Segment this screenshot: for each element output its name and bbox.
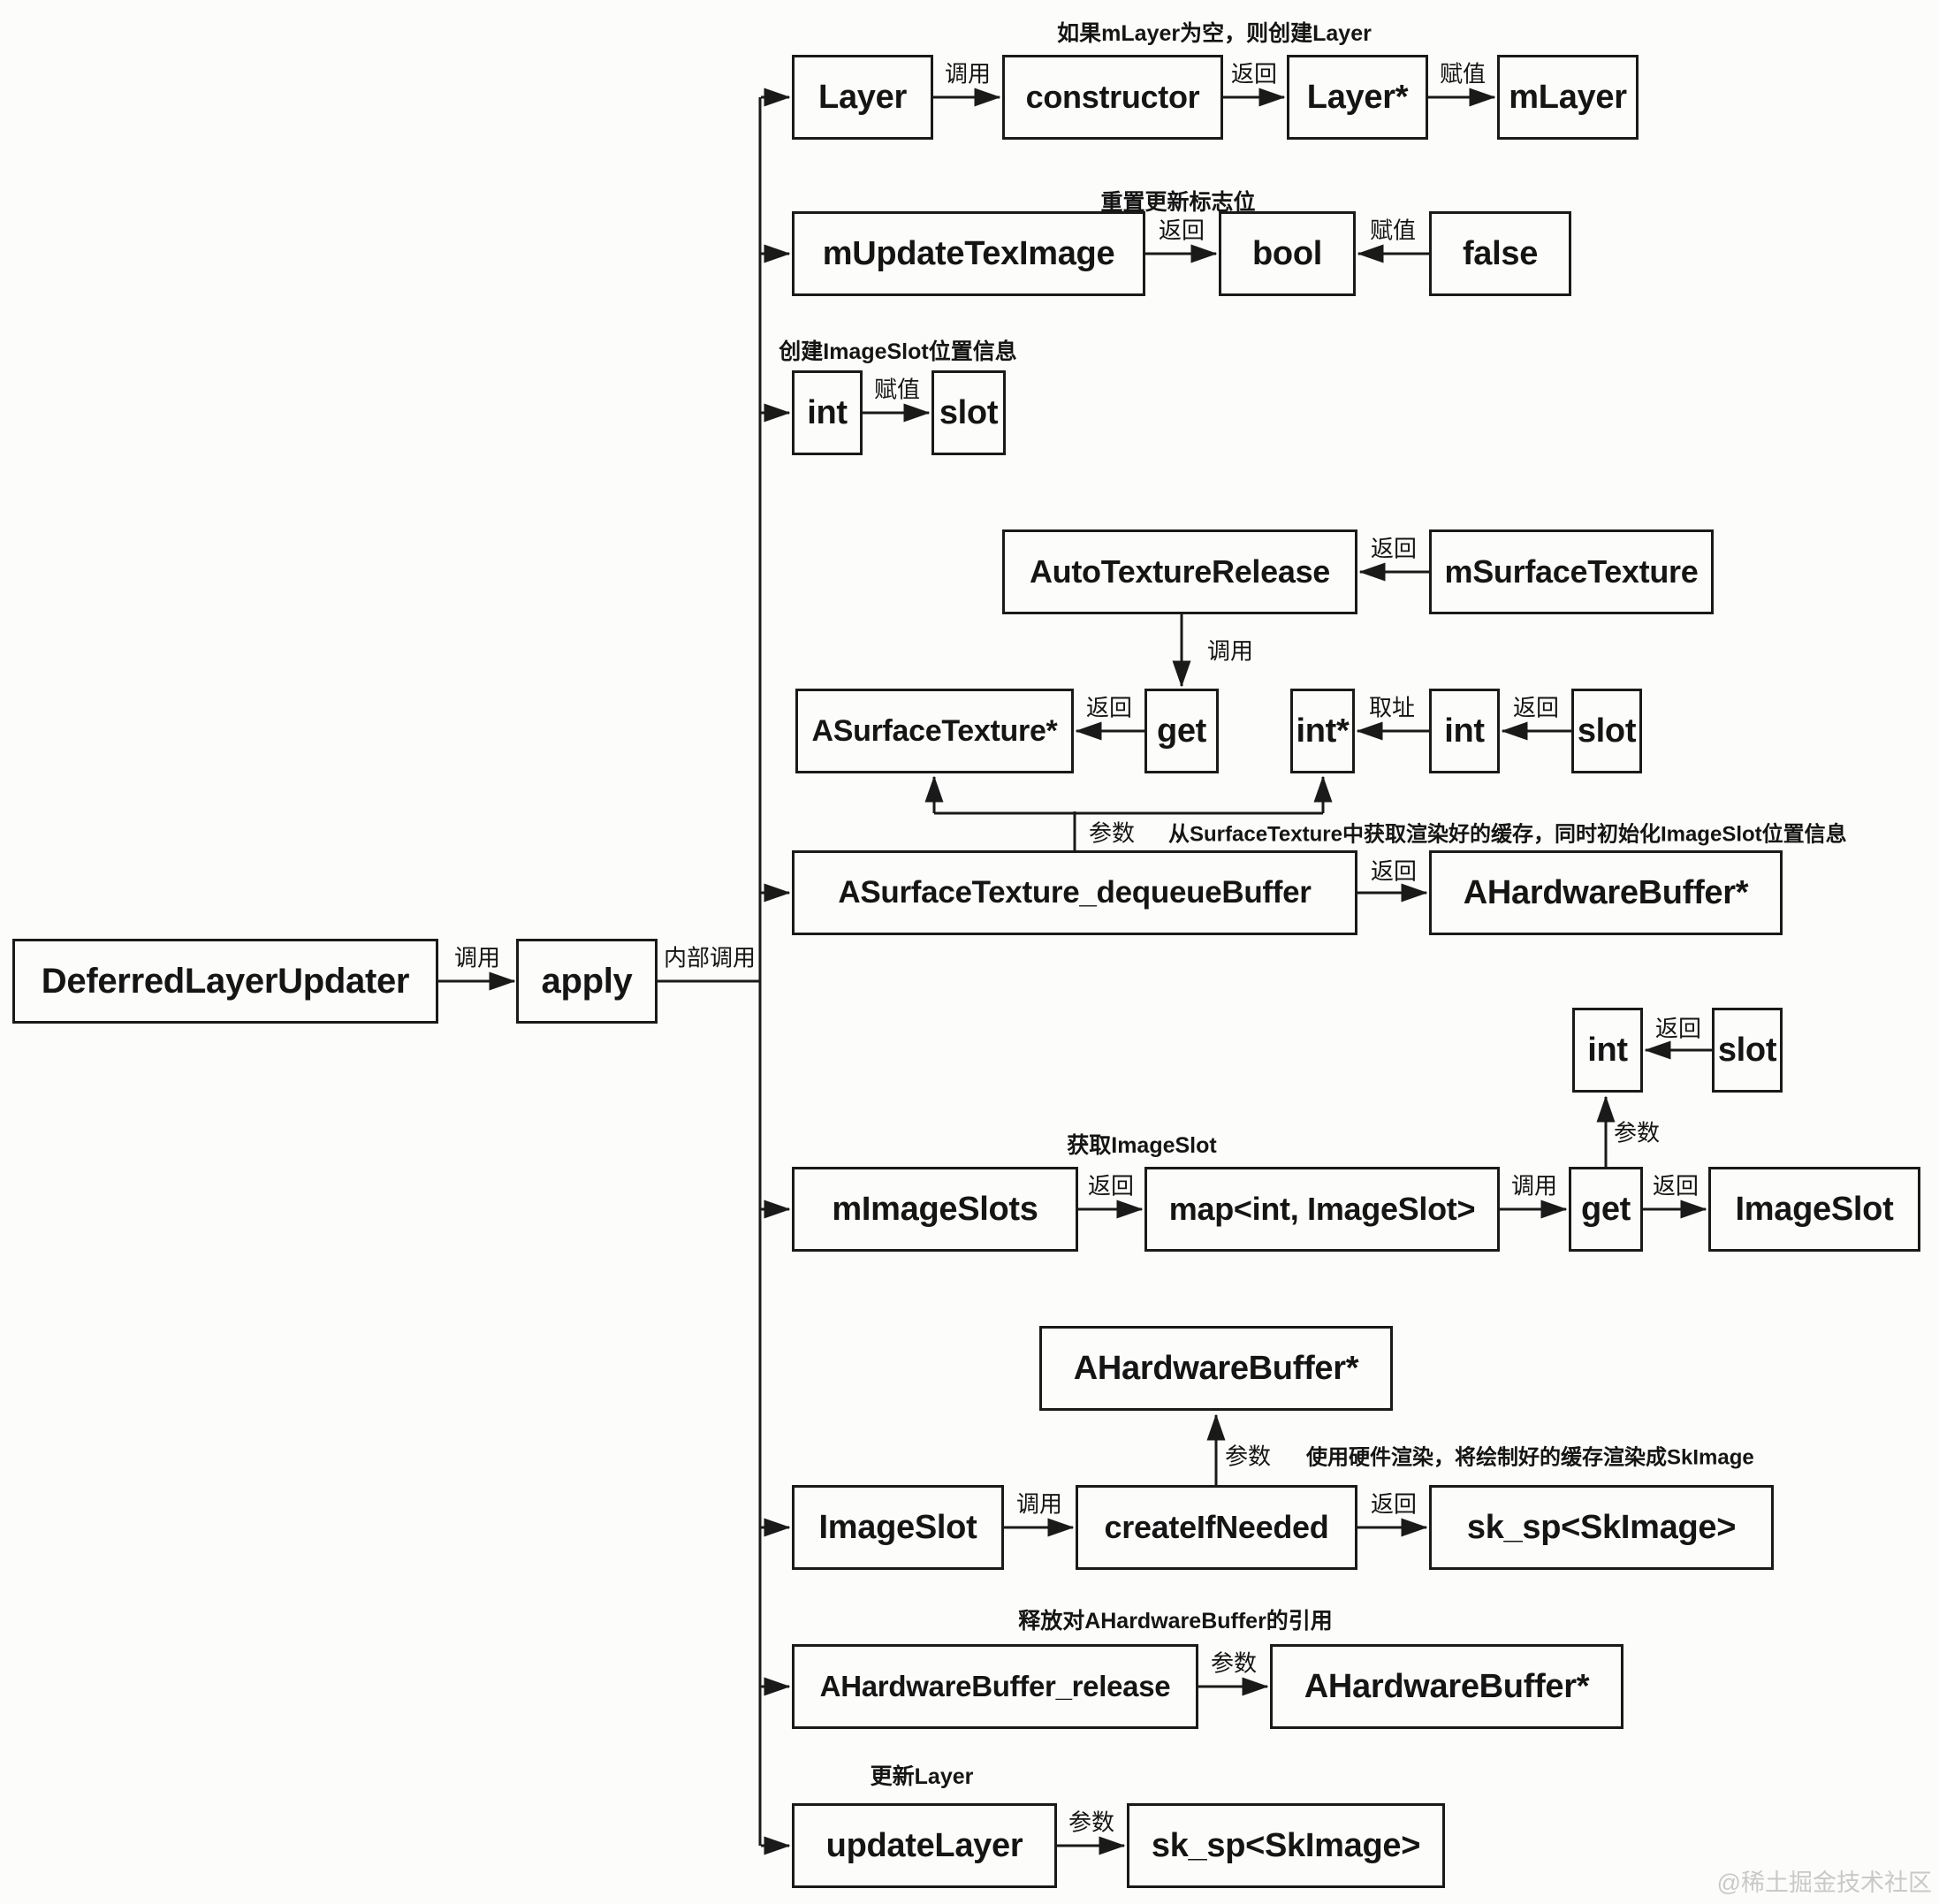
row1-title: 如果mLayer为空，则创建Layer xyxy=(1057,21,1372,46)
edge-label-call: 调用 xyxy=(1510,1172,1558,1200)
node-get: get xyxy=(1144,689,1219,773)
node-int-ptr: int* xyxy=(1290,689,1355,773)
edge-label-return: 返回 xyxy=(1512,694,1560,721)
node-mimageslots: mImageSlots xyxy=(792,1167,1078,1252)
edge-label-param: 参数 xyxy=(1613,1119,1661,1146)
edge-label-call: 调用 xyxy=(944,60,992,88)
edge-label-assign: 赋值 xyxy=(1439,60,1487,88)
node-sksp-skimage: sk_sp<SkImage> xyxy=(1429,1485,1774,1570)
watermark: @稀土掘金技术社区 xyxy=(1716,1870,1932,1896)
edge-label-return: 返回 xyxy=(1370,1490,1418,1518)
node-createifneeded: createIfNeeded xyxy=(1076,1485,1357,1570)
row2-title: 重置更新标志位 xyxy=(1100,190,1256,215)
node-sksp-skimage: sk_sp<SkImage> xyxy=(1127,1803,1445,1888)
edge-label-address-of: 取址 xyxy=(1368,694,1416,721)
node-slot: slot xyxy=(1571,689,1642,773)
row5-title: 获取ImageSlot xyxy=(1067,1133,1217,1158)
node-get: get xyxy=(1569,1167,1643,1252)
node-slot: slot xyxy=(931,370,1006,455)
row6-note: 使用硬件渲染，将绘制好的缓存渲染成SkImage xyxy=(1306,1445,1754,1470)
row3-title: 创建ImageSlot位置信息 xyxy=(779,339,1017,364)
edge-label-call: 调用 xyxy=(1206,637,1254,665)
node-int: int xyxy=(792,370,863,455)
edge-label-param: 参数 xyxy=(1068,1809,1115,1836)
node-int: int xyxy=(1572,1008,1643,1093)
node-layer: Layer xyxy=(792,55,933,140)
edge-label-call: 调用 xyxy=(453,944,501,971)
edge-label-return: 返回 xyxy=(1087,1172,1135,1200)
node-imageslot: ImageSlot xyxy=(792,1485,1004,1570)
node-int: int xyxy=(1429,689,1500,773)
edge-label-param: 参数 xyxy=(1088,819,1136,847)
edge-label-return: 返回 xyxy=(1652,1172,1699,1200)
node-ahardwarebuffer-ptr: AHardwareBuffer* xyxy=(1429,850,1783,935)
node-constructor: constructor xyxy=(1002,55,1223,140)
node-deferred-layer-updater: DeferredLayerUpdater xyxy=(12,939,438,1024)
edge-label-assign: 赋值 xyxy=(1369,217,1417,244)
edge-label-assign: 赋值 xyxy=(873,376,921,403)
node-auto-texture-release: AutoTextureRelease xyxy=(1002,529,1357,614)
edge-label-return: 返回 xyxy=(1370,535,1418,562)
node-map-int-imageslot: map<int, ImageSlot> xyxy=(1144,1167,1500,1252)
node-false: false xyxy=(1429,211,1571,296)
node-layer-ptr: Layer* xyxy=(1287,55,1428,140)
row8-title: 更新Layer xyxy=(870,1764,974,1789)
row4-note: 从SurfaceTexture中获取渲染好的缓存，同时初始化ImageSlot位… xyxy=(1168,822,1847,847)
node-msurfacetexture: mSurfaceTexture xyxy=(1429,529,1714,614)
edge-label-return: 返回 xyxy=(1654,1015,1702,1042)
node-apply: apply xyxy=(516,939,658,1024)
node-bool: bool xyxy=(1219,211,1356,296)
edge-label-param: 参数 xyxy=(1224,1443,1272,1470)
node-updatelayer: updateLayer xyxy=(792,1803,1057,1888)
node-asurfacetexture-ptr: ASurfaceTexture* xyxy=(795,689,1074,773)
edge-label-return: 返回 xyxy=(1158,217,1205,244)
row5-arrows xyxy=(1078,1040,1712,1219)
edge-label-return: 返回 xyxy=(1370,857,1418,885)
edge-label-internal-call: 内部调用 xyxy=(663,944,757,971)
row4-arrows xyxy=(924,562,1571,902)
edge-label-param: 参数 xyxy=(1210,1649,1258,1677)
node-ahardwarebuffer-ptr: AHardwareBuffer* xyxy=(1270,1644,1623,1729)
node-mupdatetexsimage: mUpdateTexImage xyxy=(792,211,1145,296)
edge-label-call: 调用 xyxy=(1015,1490,1063,1518)
node-slot: slot xyxy=(1712,1008,1783,1093)
node-ahardwarebuffer-ptr: AHardwareBuffer* xyxy=(1039,1326,1393,1411)
node-mlayer: mLayer xyxy=(1497,55,1639,140)
trunk-lines xyxy=(438,88,791,1855)
edge-label-return: 返回 xyxy=(1230,60,1278,88)
node-asurfacetexture-dequeuebuffer: ASurfaceTexture_dequeueBuffer xyxy=(792,850,1357,935)
node-imageslot: ImageSlot xyxy=(1708,1167,1920,1252)
row7-title: 释放对AHardwareBuffer的引用 xyxy=(1018,1609,1333,1634)
edge-label-return: 返回 xyxy=(1085,694,1133,721)
row6-arrows xyxy=(1004,1413,1428,1537)
node-ahardwarebuffer-release: AHardwareBuffer_release xyxy=(792,1644,1198,1729)
